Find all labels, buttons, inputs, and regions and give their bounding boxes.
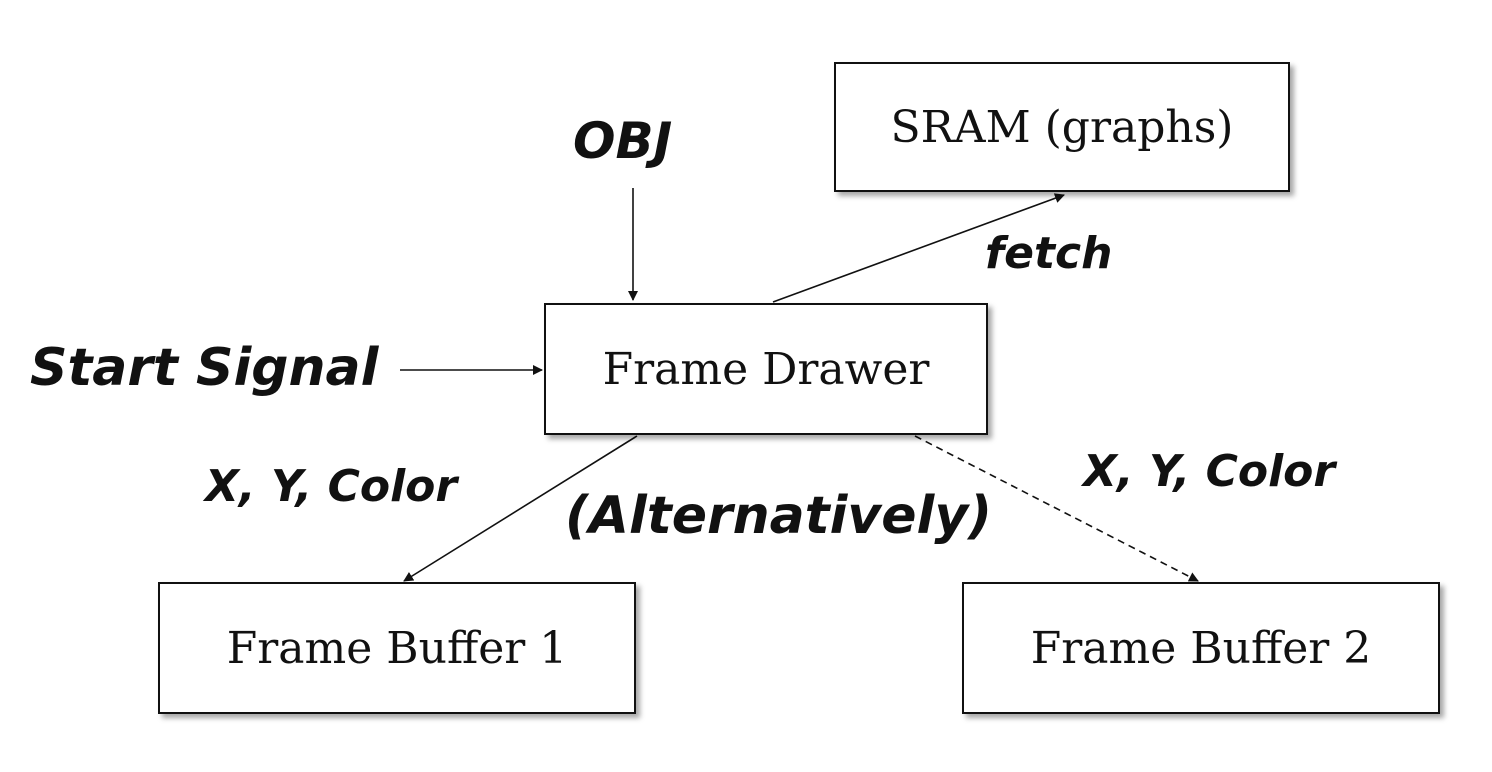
label-xyc-left: X, Y, Color [205, 461, 458, 512]
node-frame-drawer-label: Frame Drawer [602, 343, 930, 395]
label-obj: OBJ [573, 112, 673, 170]
label-fetch: fetch [985, 228, 1113, 279]
label-alternatively: (Alternatively) [565, 486, 993, 546]
node-sram-label: SRAM (graphs) [890, 101, 1234, 153]
edge-frame-drawer-to-buffer-1 [403, 435, 638, 582]
node-frame-buffer-2: Frame Buffer 2 [962, 582, 1440, 714]
node-frame-buffer-2-label: Frame Buffer 2 [1030, 622, 1372, 674]
node-frame-buffer-1: Frame Buffer 1 [158, 582, 636, 714]
node-frame-buffer-1-label: Frame Buffer 1 [226, 622, 568, 674]
edge-frame-drawer-to-sram [772, 193, 1065, 303]
edge-frame-drawer-to-buffer-2 [914, 435, 1199, 582]
node-sram: SRAM (graphs) [834, 62, 1290, 192]
label-start-signal: Start Signal [30, 338, 379, 398]
node-frame-drawer: Frame Drawer [544, 303, 988, 435]
label-xyc-right: X, Y, Color [1083, 446, 1336, 497]
